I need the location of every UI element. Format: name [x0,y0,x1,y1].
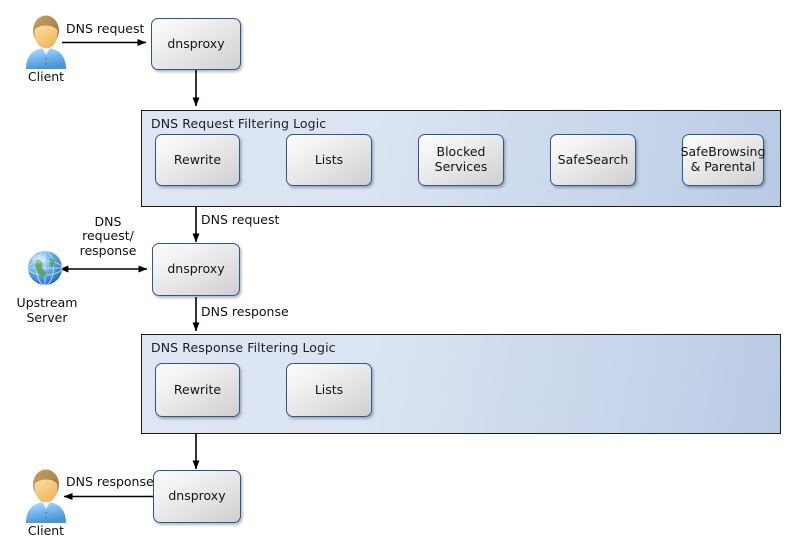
edge-label-client-request: DNS request [66,21,145,36]
user-icon [22,466,70,528]
dnsproxy-top-label: dnsproxy [167,35,225,51]
stage-blocked-services-label-1: Blocked [436,144,486,160]
stage-safesearch-label: SafeSearch [557,151,629,167]
dns-response-filtering-group: DNS Response Filtering Logic [141,334,781,434]
stage-rewrite-request[interactable]: Rewrite [155,134,240,186]
stage-safebrowsing-parental-label-2: & Parental [690,159,756,174]
dnsproxy-bottom-box[interactable]: dnsproxy [153,470,241,523]
edge-label-response-down: DNS response [201,304,289,319]
edge-label-upstream-line3: response [79,242,137,258]
edge-label-upstream-line1: DNS [94,214,122,229]
stage-rewrite-response[interactable]: Rewrite [155,363,240,417]
stage-rewrite-response-label: Rewrite [173,381,222,397]
stage-safesearch[interactable]: SafeSearch [550,134,636,186]
stage-blocked-services-label-2: Services [434,159,488,174]
user-icon [22,12,70,74]
dns-response-filtering-title: DNS Response Filtering Logic [151,340,336,355]
client-top-caption: Client [27,69,65,84]
stage-rewrite-request-label: Rewrite [173,151,222,167]
stage-blocked-services[interactable]: Blocked Services [418,134,504,186]
stage-lists-response[interactable]: Lists [286,363,372,417]
stage-lists-response-label: Lists [314,381,344,397]
dns-request-filtering-title: DNS Request Filtering Logic [151,116,327,131]
dnsproxy-bottom-label: dnsproxy [168,488,226,504]
edge-label-upstream-line2: request/ [82,228,134,244]
upstream-server-caption-line2: Server [26,309,68,325]
upstream-server-caption: Upstream Server [4,295,90,325]
client-bottom-caption: Client [27,523,65,538]
stage-safebrowsing-parental[interactable]: SafeBrowsing & Parental [680,134,766,186]
dnsproxy-middle-label: dnsproxy [167,261,225,277]
edge-label-client-response: DNS response [66,474,154,489]
dnsproxy-top-box[interactable]: dnsproxy [151,18,241,70]
dnsproxy-middle-box[interactable]: dnsproxy [152,243,240,296]
stage-lists-request[interactable]: Lists [286,134,372,186]
globe-icon [22,244,68,296]
upstream-server-caption-line1: Upstream [16,295,78,310]
stage-lists-request-label: Lists [314,151,344,167]
edge-label-filter-request: DNS request [201,212,280,227]
stage-safebrowsing-parental-label-1: SafeBrowsing [680,144,766,160]
edge-label-upstream: DNS request/ response [72,214,144,258]
